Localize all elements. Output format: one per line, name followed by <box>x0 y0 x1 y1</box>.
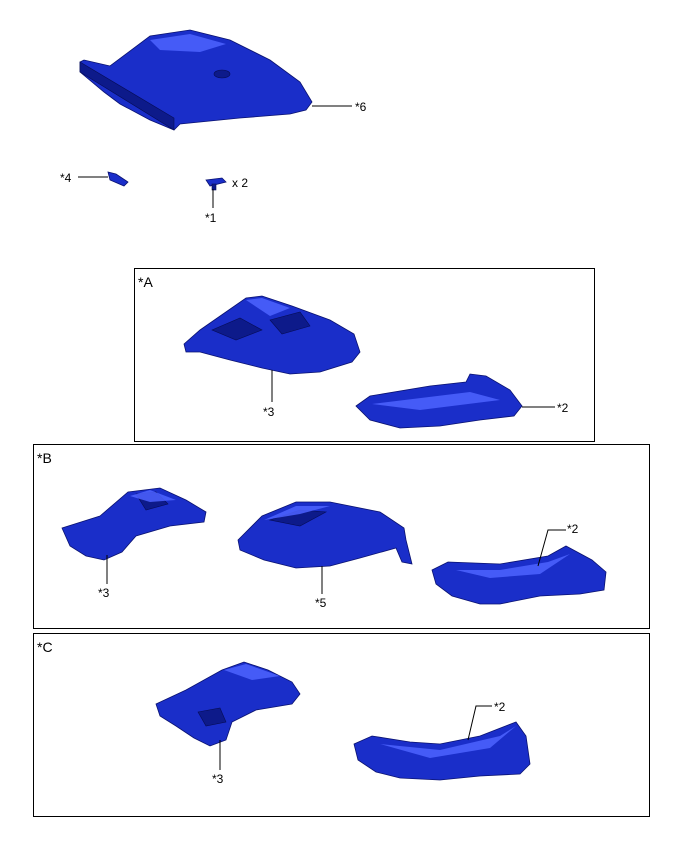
label-c-part-3: *3 <box>212 772 224 786</box>
clip-part-4 <box>107 171 129 187</box>
box-b-part-3 <box>61 487 207 561</box>
label-a-part-3: *3 <box>263 405 275 419</box>
box-b-part-5 <box>237 501 413 569</box>
label-b-part-3: *3 <box>98 586 110 600</box>
box-b-part-2 <box>431 545 607 605</box>
frame-b <box>33 444 650 629</box>
label-part-4: *4 <box>60 171 72 185</box>
quantity-label: x 2 <box>232 176 248 190</box>
frame-a <box>134 268 595 442</box>
label-b-part-5: *5 <box>315 596 327 610</box>
box-c-title: *C <box>37 639 53 655</box>
deck-board-part-6 <box>79 29 313 131</box>
label-c-part-2: *2 <box>494 700 506 714</box>
box-c-part-2 <box>353 721 531 781</box>
fastener-part-1 <box>205 177 227 191</box>
label-part-1: *1 <box>205 211 217 225</box>
label-a-part-2: *2 <box>557 401 569 415</box>
box-c-part-3 <box>155 661 301 747</box>
label-b-part-2: *2 <box>567 522 579 536</box>
box-a-title: *A <box>138 274 153 290</box>
box-a-part-3 <box>183 295 361 375</box>
box-b-title: *B <box>37 450 52 466</box>
frame-c <box>33 633 650 817</box>
label-part-6: *6 <box>355 100 367 114</box>
box-a-part-2 <box>355 373 523 429</box>
